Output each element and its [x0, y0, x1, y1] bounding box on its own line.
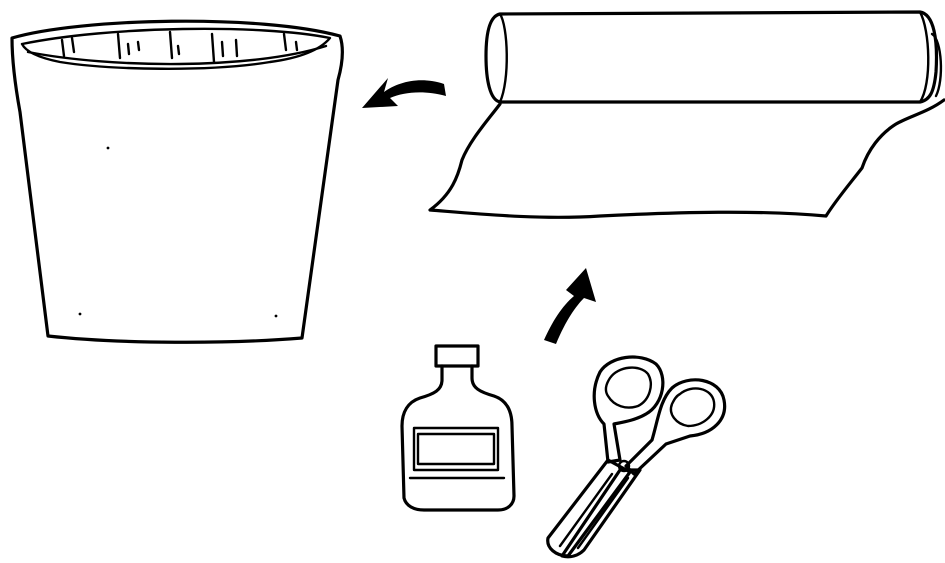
arrow-up-icon: [544, 268, 596, 344]
bucket-icon: [12, 21, 342, 342]
plastic-wrap-icon: [430, 12, 944, 217]
scissors-icon: [548, 357, 725, 557]
arrow-left-icon: [362, 78, 446, 108]
bottle-icon: [402, 346, 514, 510]
